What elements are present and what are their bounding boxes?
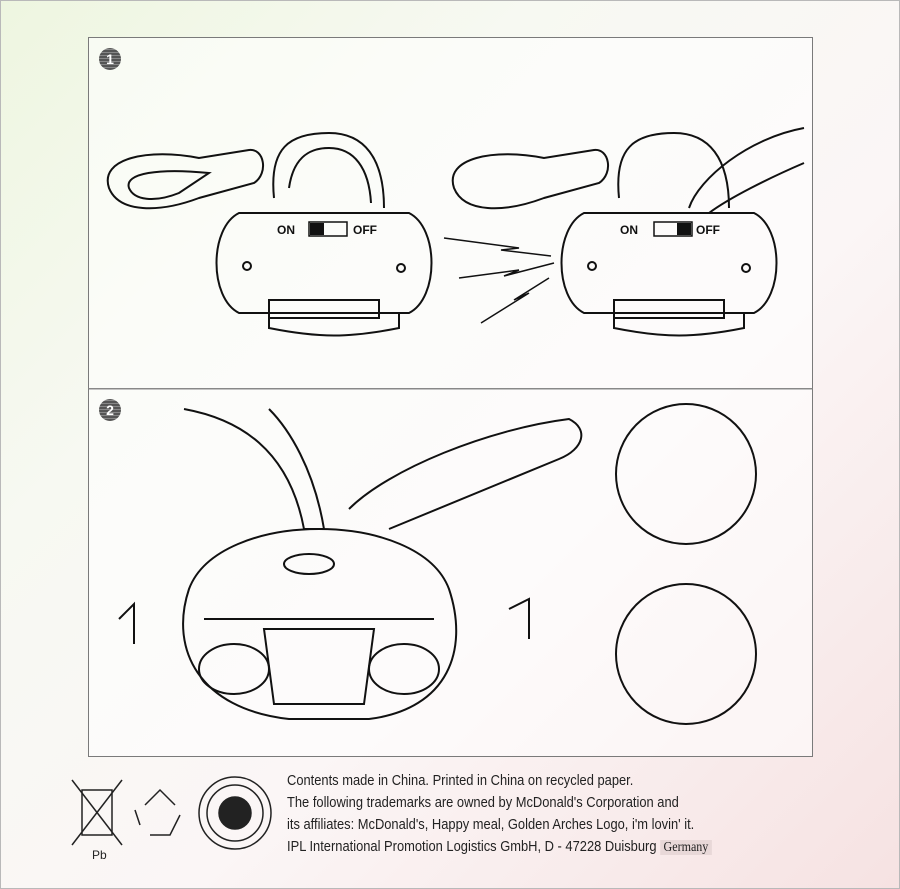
step-1-panel: 1 ON OFF (88, 37, 813, 390)
footer-line: its affiliates: McDonald's, Happy meal, … (287, 816, 695, 833)
address: IPL International Promotion Logistics Gm… (287, 838, 657, 855)
boombox-illustration (182, 528, 458, 720)
belt-detail-illustration (615, 583, 757, 725)
svg-text:Pb: Pb (92, 848, 107, 862)
on-label: ON (620, 223, 638, 237)
off-label: OFF (696, 223, 720, 237)
step-2-illustration (118, 403, 757, 725)
device-switch-on-illustration: ON OFF (451, 127, 805, 337)
finger-illustration (688, 127, 805, 214)
device-switch-off-illustration: ON OFF (106, 131, 433, 337)
footer-line: The following trademarks are owned by Mc… (287, 794, 679, 811)
footer-text: Contents made in China. Printed in China… (287, 770, 712, 859)
recycled-paper-seal-icon (198, 776, 272, 850)
on-label: ON (277, 223, 295, 237)
sound-zigzag-lines (443, 237, 555, 324)
step-number-badge: 2 (99, 399, 121, 421)
belt-loop-detail-illustration (615, 403, 757, 545)
country: Germany (660, 840, 712, 855)
step-2-panel: 2 (88, 388, 813, 757)
step-number-badge: 1 (99, 48, 121, 70)
recycle-arrows-icon (134, 788, 181, 836)
finger-illustration (183, 408, 326, 530)
step-1-illustration: ON OFF ON OFF (106, 127, 805, 337)
footer-line: Contents made in China. Printed in China… (287, 772, 634, 789)
footer-line: IPL International Promotion Logistics Gm… (287, 836, 712, 859)
music-note-icons (118, 597, 530, 644)
clip-illustration (348, 417, 583, 530)
off-label: OFF (353, 223, 377, 237)
crossed-bin-icon: Pb (71, 779, 123, 862)
